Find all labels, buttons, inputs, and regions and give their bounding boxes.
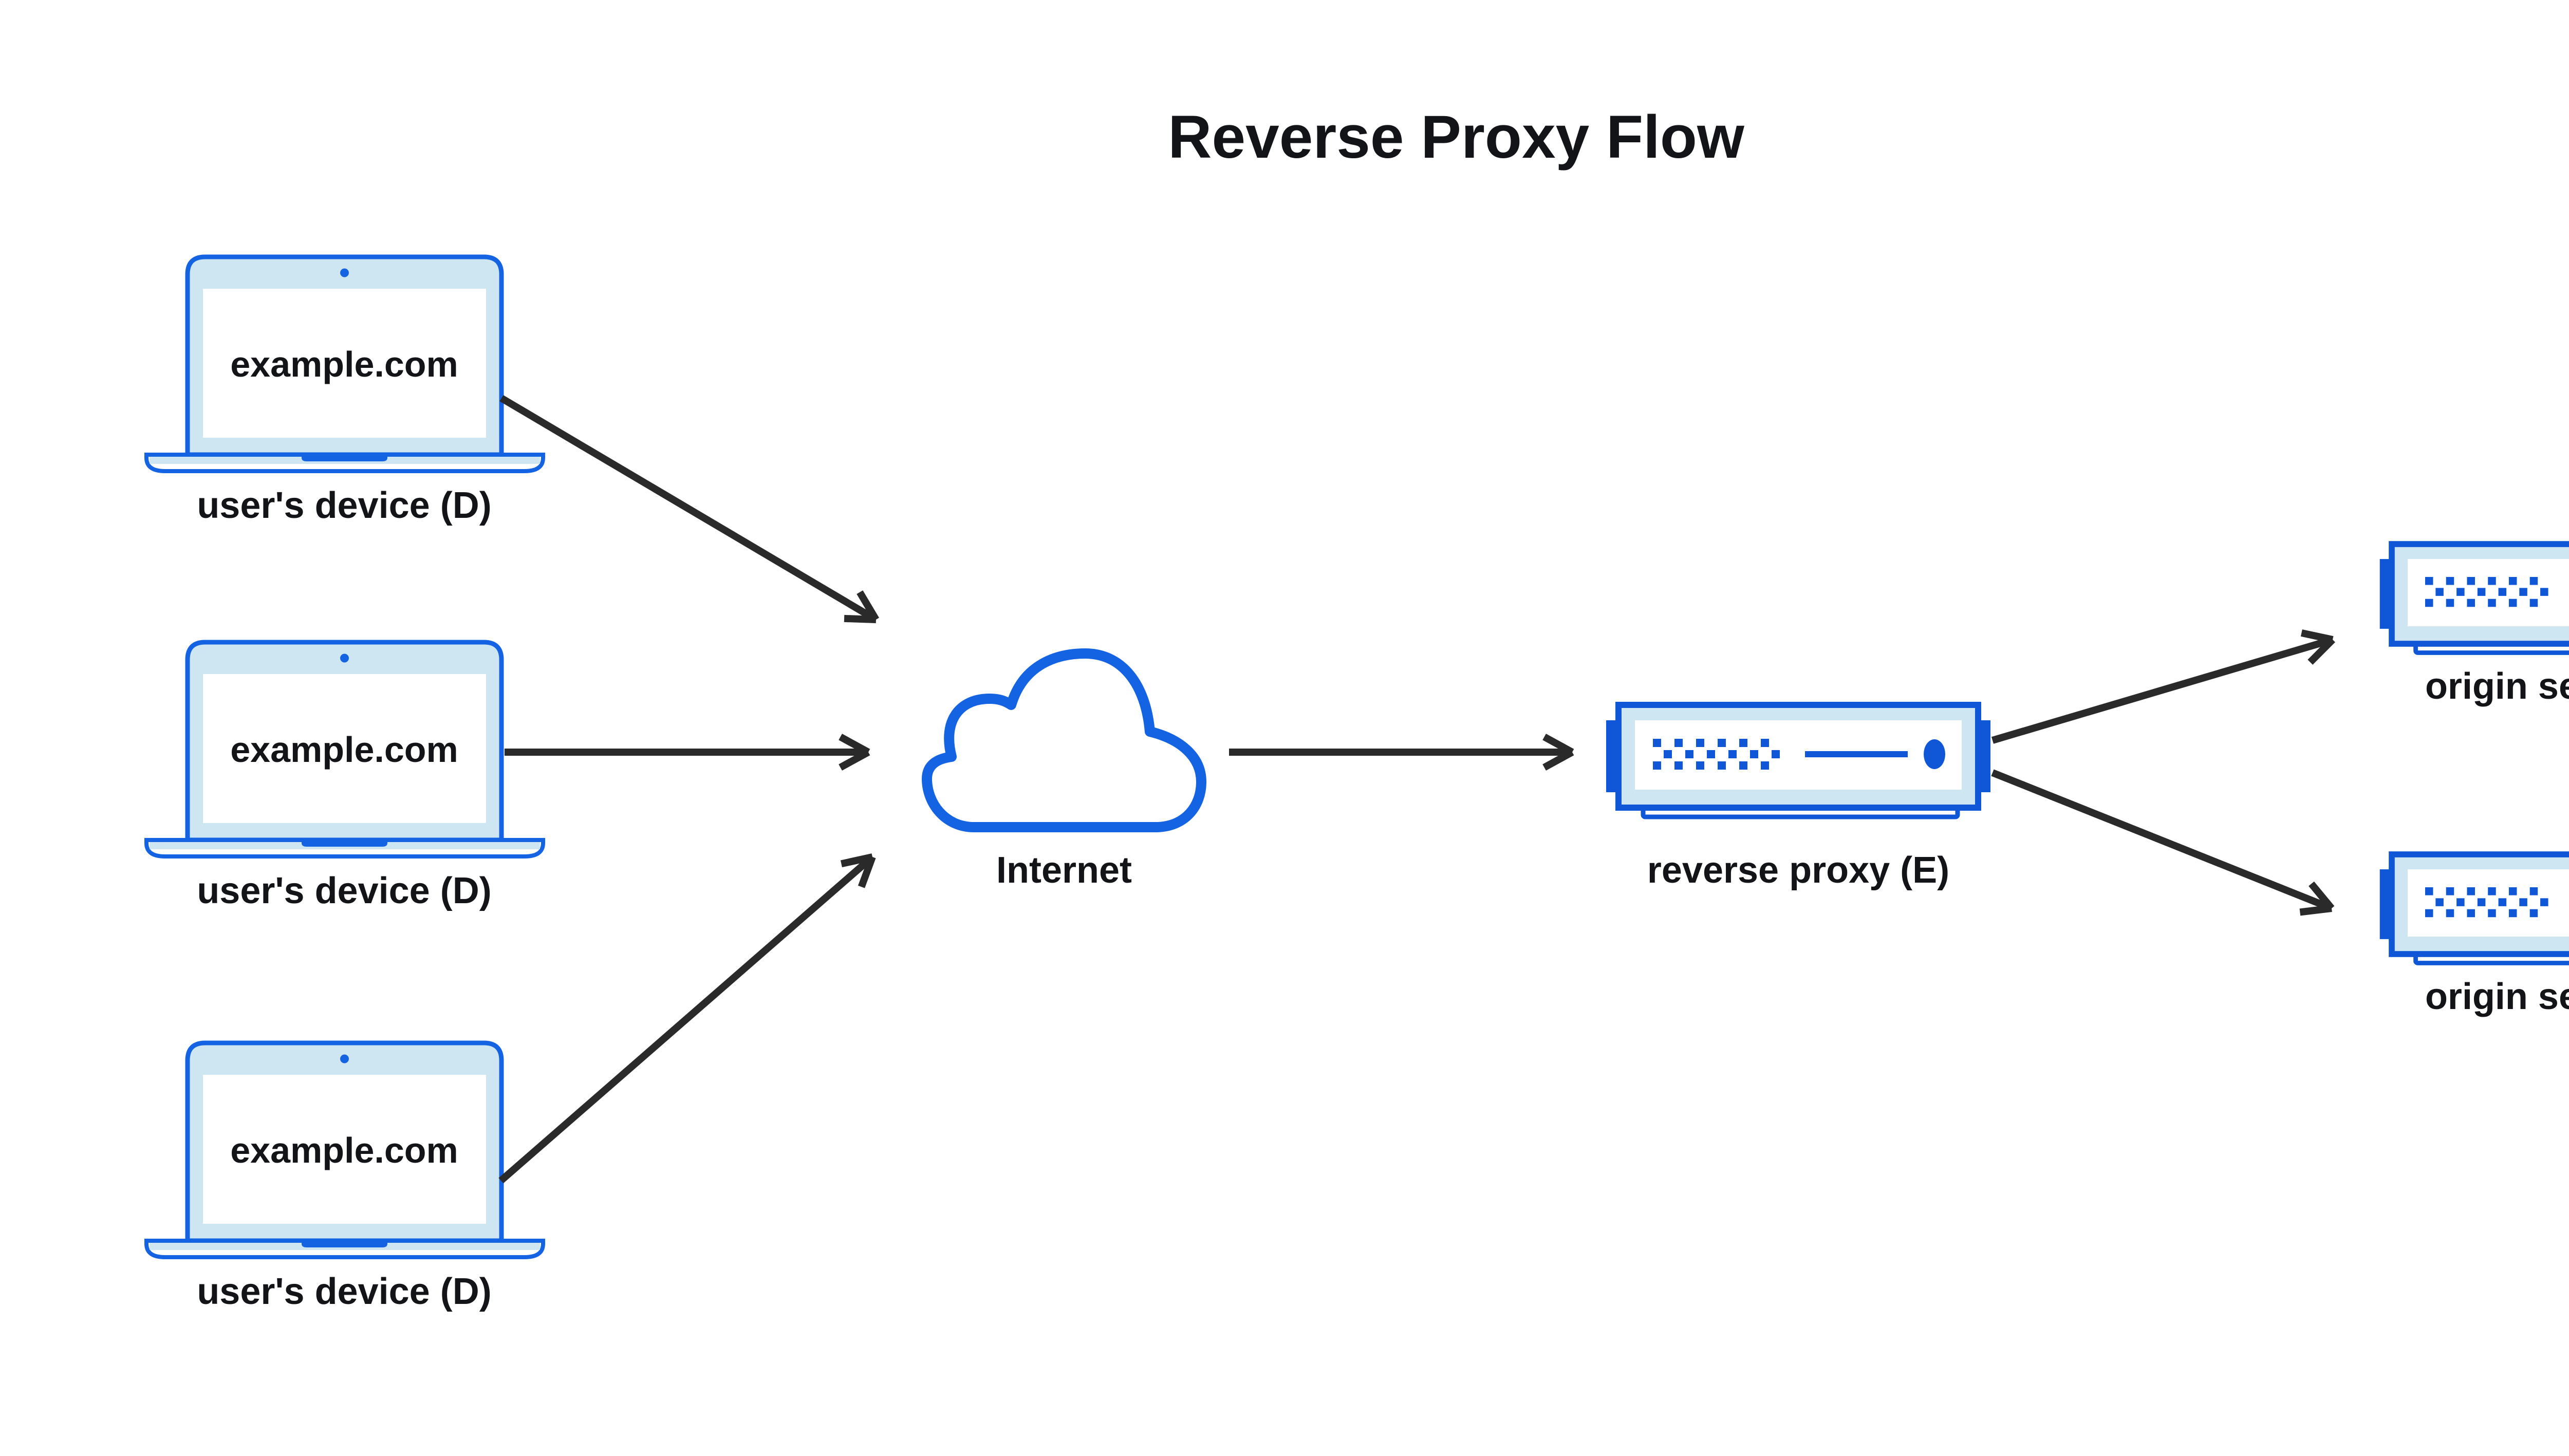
cloud-icon [922,648,1206,832]
node-internet: Internet [922,648,1206,891]
diagram-title: Reverse Proxy Flow [1168,103,1745,171]
device-screen-label: example.com [230,730,458,770]
flow-arrow-3 [498,853,876,1184]
device-caption: user's device (D) [197,1271,491,1312]
proxy-caption: reverse proxy (E) [1647,850,1949,891]
flow-arrow-6 [1991,769,2335,916]
internet-caption: Internet [996,850,1132,891]
arrows-layer [498,395,2335,1184]
origin-caption: origin server (F) [2425,666,2569,707]
server-icon [2380,544,2569,652]
node-user-device-2: example.com user's device (D) [146,642,543,911]
node-origin-server-2: origin server (F) [2380,854,2569,1017]
server-icon [2380,854,2569,963]
device-screen-label: example.com [230,344,458,384]
flow-arrow-4 [1229,734,1574,771]
flow-arrow-2 [505,734,870,771]
flow-arrow-1 [499,395,880,623]
node-user-device-1: example.com user's device (D) [146,257,543,526]
device-caption: user's device (D) [197,485,491,526]
node-user-device-3: example.com user's device (D) [146,1043,543,1312]
server-icon [1606,705,1990,817]
device-caption: user's device (D) [197,870,491,911]
device-screen-label: example.com [230,1130,458,1170]
origin-caption: origin server (F) [2425,976,2569,1017]
flow-arrow-5 [1991,629,2335,744]
node-reverse-proxy: reverse proxy (E) [1606,705,1990,891]
node-origin-server-1: origin server (F) [2380,544,2569,707]
